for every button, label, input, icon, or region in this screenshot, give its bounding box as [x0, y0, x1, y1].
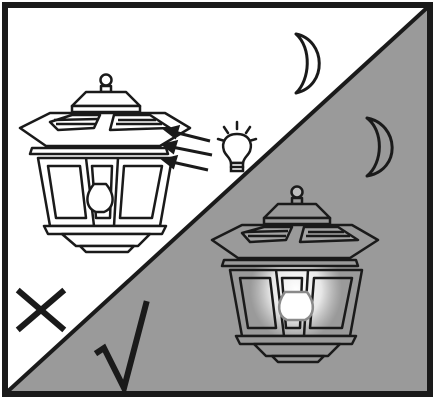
solar-lantern-usage-illustration [0, 0, 435, 399]
